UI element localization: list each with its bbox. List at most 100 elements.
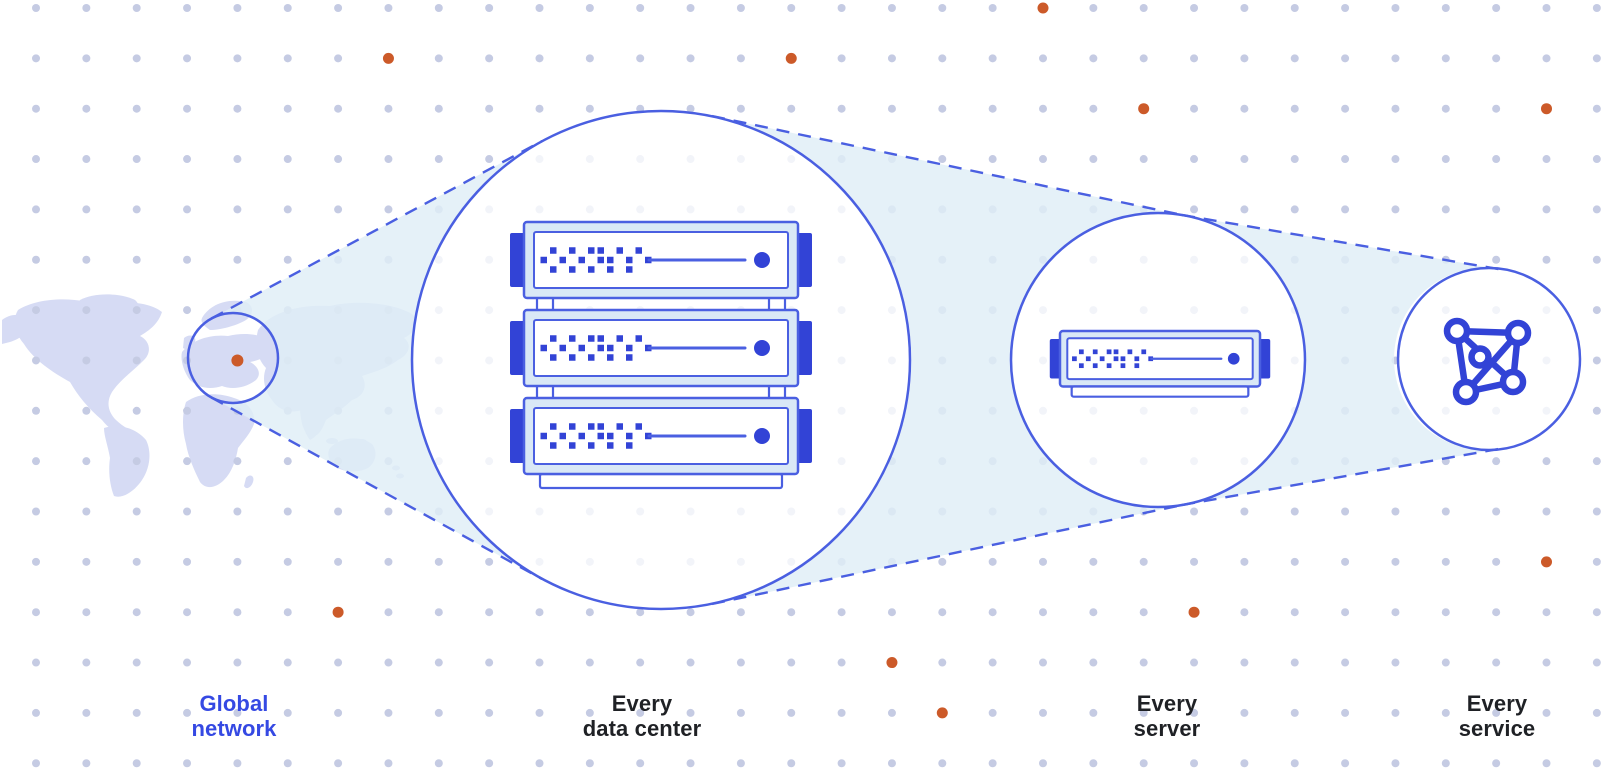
grid-dot [32, 54, 40, 63]
grid-dot [1441, 759, 1450, 768]
grid-dot [334, 54, 343, 63]
grid-dot [82, 306, 91, 315]
mesh-network-icon [1443, 317, 1532, 406]
grid-dot [32, 608, 40, 617]
grid-dot [1441, 608, 1450, 617]
server-pixel [1141, 349, 1147, 355]
grid-dot [585, 608, 594, 617]
grid-dot [1039, 708, 1047, 717]
grid-dot [887, 708, 896, 717]
grid-dot [1039, 557, 1047, 566]
grid-dot [837, 708, 846, 717]
grid-dot [183, 4, 192, 12]
grid-dot [686, 708, 695, 717]
grid-dot [535, 608, 544, 617]
grid-dot [938, 557, 947, 566]
grid-dot [82, 4, 91, 12]
accent-dot [936, 707, 948, 719]
grid-dot [1290, 155, 1299, 164]
map-north-america [14, 299, 162, 439]
grid-dot [1240, 759, 1249, 768]
grid-dot [1391, 104, 1400, 113]
grid-dot [1240, 708, 1249, 717]
grid-dot [82, 54, 91, 63]
grid-dot [132, 507, 141, 516]
grid-dot [938, 155, 947, 164]
accent-dot [1541, 556, 1552, 568]
server-pixel [1106, 363, 1112, 369]
server-pixel [550, 247, 557, 254]
grid-dot [334, 104, 343, 113]
grid-dot [132, 54, 141, 63]
grid-dot [82, 205, 91, 214]
grid-dot [1139, 4, 1148, 12]
grid-dot [233, 608, 242, 617]
grid-dot [938, 4, 947, 12]
server-led [1227, 352, 1240, 365]
server-pixel [1106, 349, 1112, 355]
grid-dot [485, 708, 494, 717]
grid-dot [1492, 54, 1501, 63]
server-pixel [559, 256, 566, 264]
grid-dot [1139, 759, 1148, 768]
grid-dot [334, 155, 343, 164]
grid-dot [334, 205, 343, 214]
server-pixel [597, 423, 604, 430]
grid-dot [434, 557, 443, 566]
grid-dot [535, 104, 544, 113]
server-pixel [626, 266, 633, 273]
server-pixel [1092, 363, 1098, 369]
grid-dot [1492, 457, 1501, 466]
grid-dot [334, 759, 343, 768]
grid-dot [132, 4, 141, 12]
accent-dot [785, 52, 797, 64]
server-pixel [588, 266, 595, 273]
grid-dot [1391, 708, 1400, 717]
grid-dot [736, 608, 745, 617]
grid-dot [1441, 557, 1450, 566]
grid-dot [132, 306, 141, 315]
grid-dot [1240, 608, 1249, 617]
grid-dot [485, 104, 494, 113]
grid-dot [1240, 155, 1249, 164]
grid-dot [1391, 608, 1400, 617]
grid-dot [132, 708, 141, 717]
grid-dot [82, 457, 91, 466]
grid-dot [1039, 104, 1047, 113]
server-pixel [626, 256, 633, 264]
server-led [754, 340, 770, 356]
global-network-circle [186, 311, 280, 405]
zoom-cone-server-to-service [1182, 215, 1504, 505]
grid-dot [32, 255, 40, 264]
grid-dot [82, 356, 91, 365]
grid-dot [1139, 54, 1148, 63]
grid-dot [1290, 104, 1299, 113]
grid-dot [132, 658, 141, 667]
server-pixel [550, 354, 557, 361]
grid-dot [585, 104, 594, 113]
grid-dot [1492, 507, 1501, 516]
server-pixel [626, 344, 633, 352]
grid-dot [1441, 54, 1450, 63]
grid-dot [1089, 608, 1098, 617]
grid-dot [434, 54, 443, 63]
grid-dot [132, 155, 141, 164]
grid-dot [1592, 658, 1601, 667]
map-south-america [104, 426, 150, 497]
server-pixel [578, 256, 585, 264]
server-pixel [559, 432, 566, 440]
label-every-service: Every service [1459, 691, 1536, 741]
grid-dot [233, 708, 242, 717]
grid-dot [183, 557, 192, 566]
server-pixel [597, 247, 604, 254]
zoom-cone-network-to-datacenter [211, 141, 542, 579]
grid-dot [1039, 54, 1047, 63]
grid-dot [1240, 557, 1249, 566]
grid-dot [636, 608, 645, 617]
grid-dot [887, 4, 896, 12]
grid-dot [1592, 708, 1601, 717]
grid-dot [283, 557, 292, 566]
grid-dot [283, 255, 292, 264]
grid-dot [1492, 759, 1501, 768]
